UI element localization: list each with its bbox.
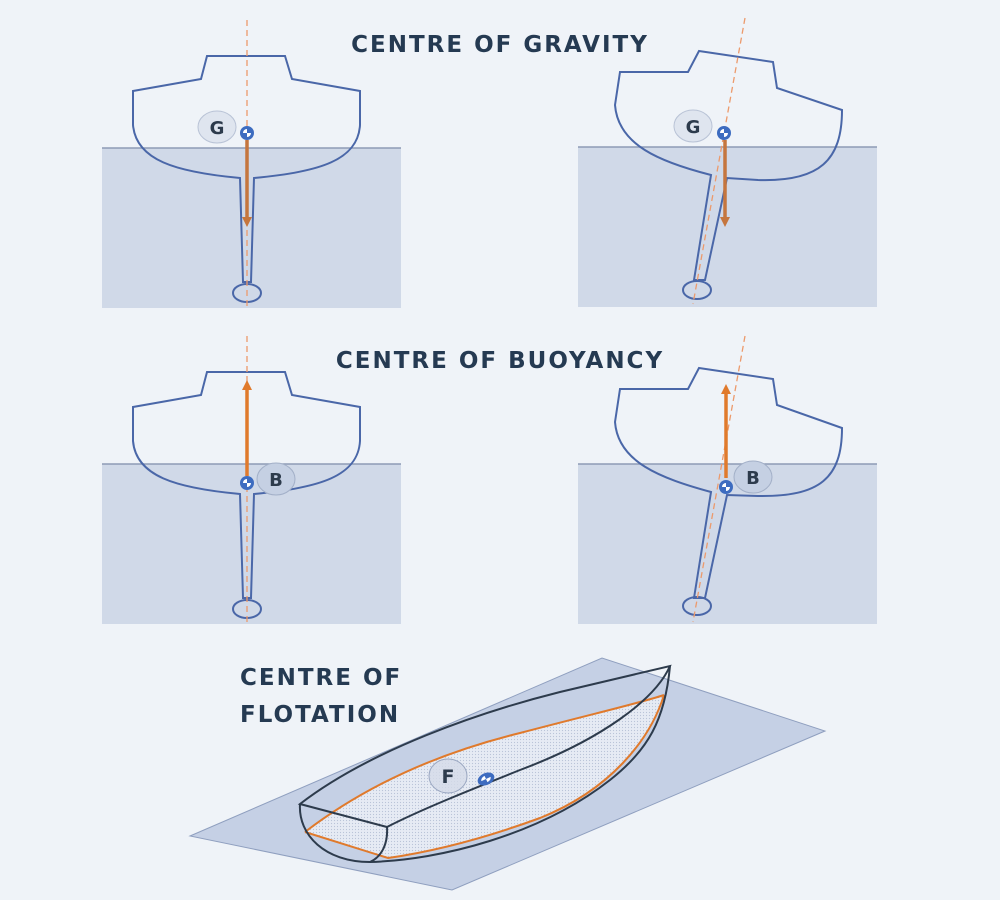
label-badge [733, 460, 773, 494]
waterline-edge [304, 694, 665, 860]
hull-outline [613, 49, 844, 281]
label-f: F [442, 766, 455, 788]
label-badge [428, 758, 468, 794]
panel-flotation: F [188, 657, 827, 891]
centre-point-marker-icon [717, 126, 731, 140]
panel-buoyancy-upright: B [102, 336, 401, 624]
hull-outline [132, 371, 361, 599]
label-b: B [746, 468, 760, 489]
label-g: G [210, 118, 225, 139]
label-b: B [269, 470, 283, 491]
centre-point-marker-icon [719, 480, 733, 494]
centre-point-marker-icon [240, 126, 254, 140]
centre-point-marker-icon [240, 476, 254, 490]
label-badge [673, 109, 713, 143]
keel-bulb [682, 280, 712, 300]
hull-bottom [298, 665, 671, 864]
water-area [578, 147, 877, 307]
panel-gravity-upright: G [102, 20, 401, 308]
panel-buoyancy-heeled: B [578, 335, 877, 624]
label-badge [256, 462, 296, 496]
centerline-heeled [692, 17, 746, 305]
title-centre-of-flotation-line2: FLOTATION [240, 702, 400, 728]
waterline-edge [304, 694, 665, 833]
panel-gravity-heeled: G [578, 17, 877, 307]
title-centre-of-gravity: CENTRE OF GRAVITY [351, 32, 649, 58]
hull-outline [132, 55, 361, 283]
label-badge [197, 110, 237, 144]
transom-edge [369, 826, 389, 863]
title-centre-of-flotation-line1: CENTRE OF [240, 665, 402, 691]
title-centre-of-buoyancy: CENTRE OF BUOYANCY [336, 348, 664, 374]
centerline-heeled [692, 335, 746, 623]
label-g: G [686, 117, 701, 138]
